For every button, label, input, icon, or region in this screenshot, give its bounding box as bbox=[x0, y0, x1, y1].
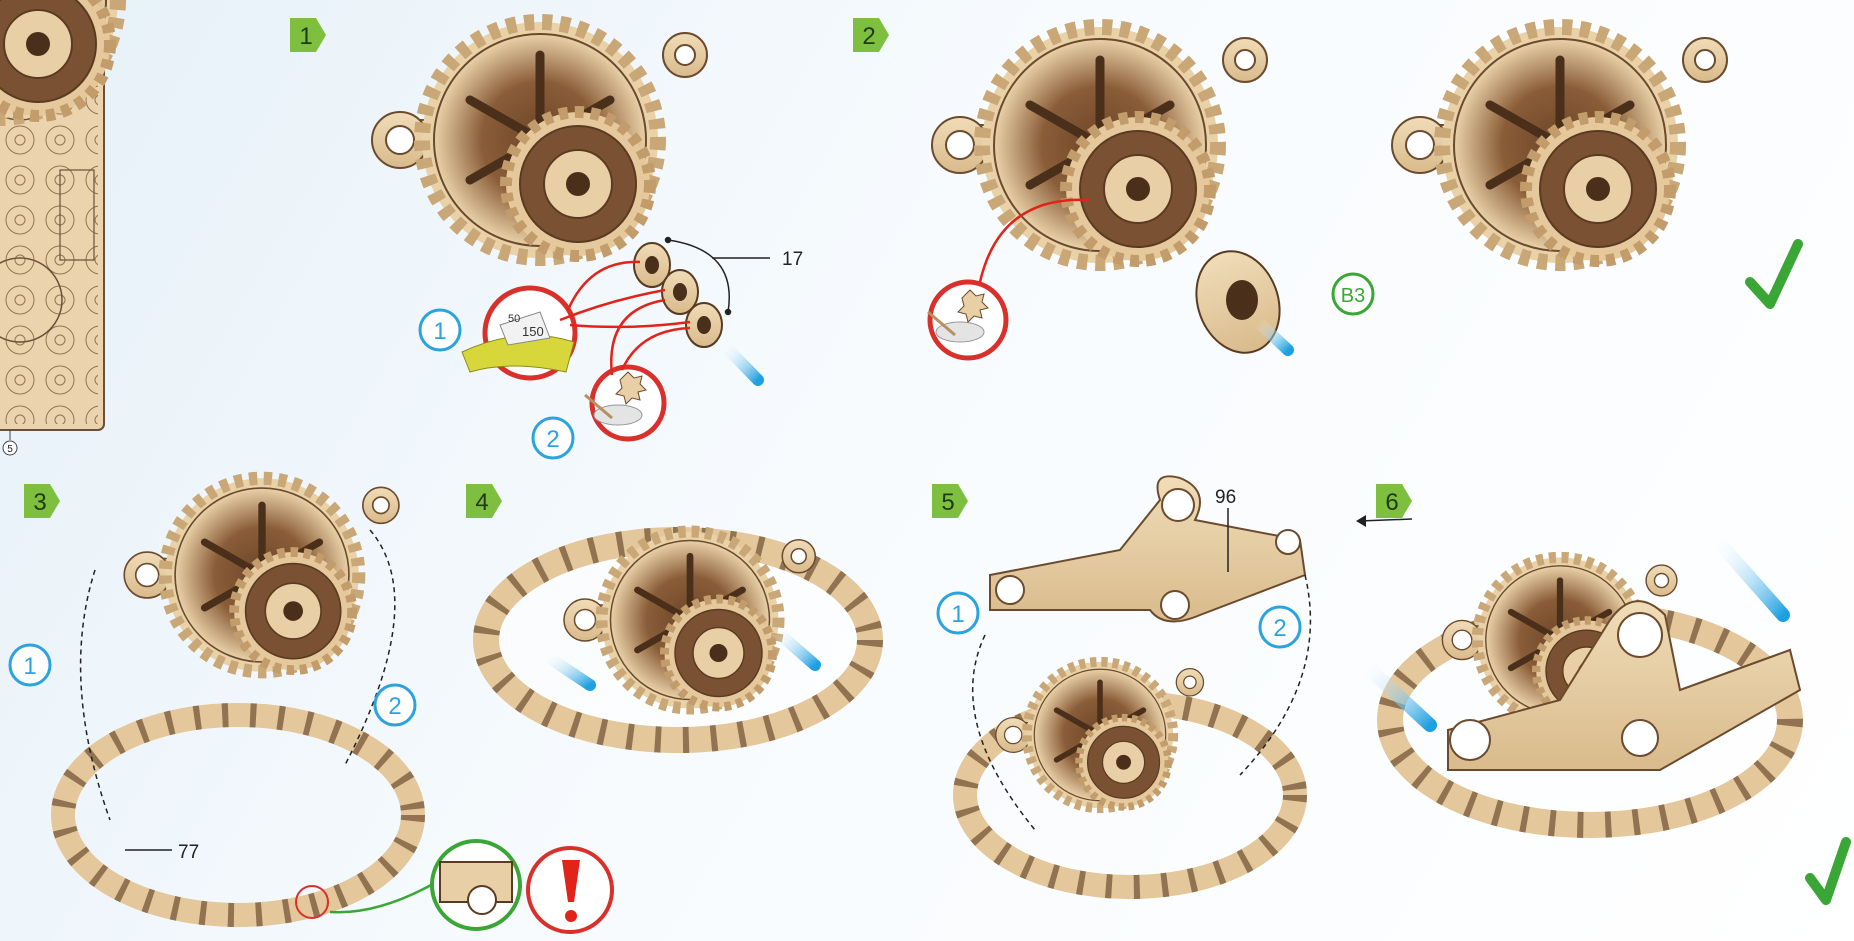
step-badge-3: 3 bbox=[24, 484, 60, 518]
sheet-part-label: 5 bbox=[3, 430, 17, 455]
check-mark-icon bbox=[1810, 842, 1846, 900]
svg-text:1: 1 bbox=[951, 601, 964, 628]
svg-text:2: 2 bbox=[388, 693, 401, 720]
callout-1-glue: 1 bbox=[420, 310, 460, 350]
svg-text:2: 2 bbox=[546, 426, 559, 453]
step-badge-1: 1 bbox=[290, 18, 326, 52]
step-3-gear-assembly bbox=[124, 478, 399, 672]
svg-text:2: 2 bbox=[862, 23, 875, 50]
callout-5-right: 2 bbox=[1260, 607, 1300, 647]
sandpaper-callout: 150 50 bbox=[462, 288, 575, 378]
callout-2-lubricant: 2 bbox=[533, 418, 573, 458]
part-number-96: 96 bbox=[1215, 487, 1236, 508]
part-number-17: 17 bbox=[782, 249, 803, 270]
step-2-result-gear-assembly bbox=[1392, 27, 1727, 263]
svg-text:1: 1 bbox=[433, 318, 446, 345]
step-badge-6: 6 bbox=[1376, 484, 1412, 518]
step-3-base-ring bbox=[63, 715, 413, 915]
svg-text:2: 2 bbox=[1273, 615, 1286, 642]
callout-5-left: 1 bbox=[938, 593, 978, 633]
step-badge-2: 2 bbox=[853, 18, 889, 52]
step-1-blue-arrow bbox=[724, 345, 758, 380]
svg-text:5: 5 bbox=[7, 444, 13, 455]
lubricant-callout-step-2 bbox=[928, 282, 1006, 358]
svg-text:3: 3 bbox=[33, 489, 46, 516]
svg-text:B3: B3 bbox=[1341, 285, 1365, 307]
warning-icon bbox=[528, 848, 612, 932]
svg-text:1: 1 bbox=[23, 653, 36, 680]
check-mark-icon bbox=[1750, 244, 1798, 304]
svg-text:5: 5 bbox=[941, 489, 954, 516]
step-1-gear-assembly bbox=[372, 22, 707, 258]
lubricant-callout-step-1 bbox=[585, 367, 664, 439]
svg-text:1: 1 bbox=[299, 23, 312, 50]
step-5-top-bracket bbox=[990, 476, 1305, 621]
part-number-77: 77 bbox=[178, 842, 199, 863]
svg-text:50: 50 bbox=[508, 313, 520, 325]
step-2-gear-assembly bbox=[932, 27, 1267, 263]
part-badge-b3: B3 bbox=[1333, 274, 1373, 314]
step-1-washer-bottom bbox=[686, 303, 722, 347]
svg-text:4: 4 bbox=[475, 489, 488, 516]
callout-3-right: 2 bbox=[375, 685, 415, 725]
step-6-blue-arrow-right bbox=[1715, 538, 1783, 615]
step-badge-4: 4 bbox=[466, 484, 502, 518]
step-5-gear-assembly bbox=[996, 662, 1204, 808]
step-badge-5: 5 bbox=[932, 484, 968, 518]
svg-text:150: 150 bbox=[522, 324, 544, 339]
svg-text:6: 6 bbox=[1385, 489, 1398, 516]
callout-3-left: 1 bbox=[10, 645, 50, 685]
step-3-detail-zoom bbox=[432, 841, 520, 929]
